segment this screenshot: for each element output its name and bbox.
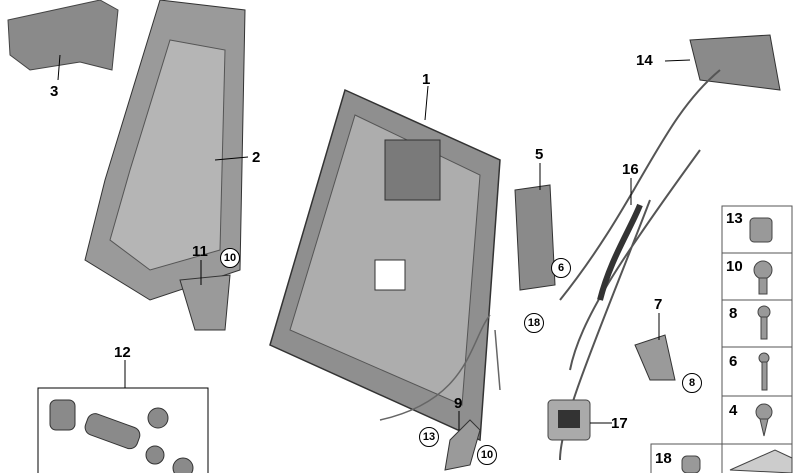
circled-ref-6: 6 [551,258,571,278]
circled-ref-18: 18 [524,313,544,333]
callout-16: 16 [622,161,639,178]
legend-label-6: 6 [729,353,738,370]
callout-17: 17 [611,415,628,432]
callout-5: 5 [535,146,544,163]
callout-7: 7 [654,296,663,313]
part-14 [689,34,781,91]
bushing-icon [749,217,773,243]
circled-ref-13: 13 [419,427,439,447]
part-7 [634,334,676,381]
part-5 [514,184,556,291]
callout-11: 11 [192,243,208,260]
callout-1: 1 [422,71,431,88]
circled-ref-10: 10 [477,445,497,465]
legend-label-8: 8 [729,305,738,322]
legend-label-4: 4 [729,402,738,419]
part-12-kit-box [37,387,209,473]
part-9 [444,419,481,471]
screw-8-icon [757,305,771,319]
part-16-cable [559,69,721,461]
fastener-legend [650,205,793,473]
legend-label-13: 13 [726,210,743,227]
callout-14: 14 [636,52,653,69]
legend-label-10: 10 [726,258,743,275]
part-3-cover [7,0,119,71]
circled-ref-8: 8 [682,373,702,393]
legend-label-18: 18 [655,450,672,467]
callout-9: 9 [454,395,463,412]
screw-4-icon [755,403,773,421]
callout-12: 12 [114,344,131,361]
circled-ref-10: 10 [220,248,240,268]
screw-10-icon [753,260,773,280]
clip-18-icon [681,455,701,473]
adhesive-tape-icon [729,449,793,473]
callout-3: 3 [50,83,59,100]
callout-2: 2 [252,149,261,166]
part-11 [179,274,231,331]
